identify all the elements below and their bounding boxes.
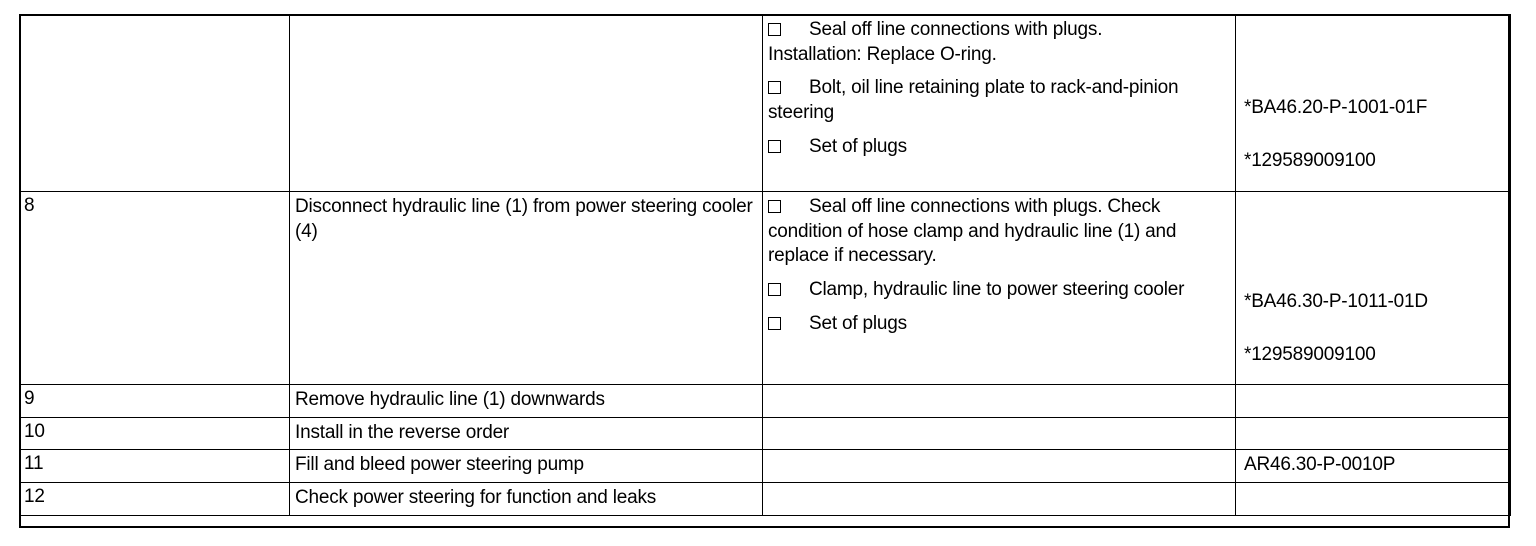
table-row: 9 Remove hydraulic line (1) downwards xyxy=(19,384,1511,418)
description-text: Check power steering for function and le… xyxy=(295,487,657,509)
note-text: Set of plugs xyxy=(809,312,907,334)
cell-step-number xyxy=(19,14,290,192)
cell-step-number: 11 xyxy=(19,449,290,484)
cell-notes: Seal off line connections with plugs. Ch… xyxy=(762,191,1236,385)
notes-list xyxy=(763,450,1235,457)
note-text: Set of plugs xyxy=(809,135,907,157)
cell-description: Install in the reverse order xyxy=(289,416,763,451)
cell-references: *BA46.30-P-1011-01D *129589009100 xyxy=(1235,191,1511,385)
cell-notes: Seal off line connections with plugs. In… xyxy=(762,14,1236,192)
cell-step-number: 10 xyxy=(19,416,290,451)
description-text: Fill and bleed power steering pump xyxy=(295,454,584,476)
procedure-table: Seal off line connections with plugs. In… xyxy=(19,14,1511,516)
cell-step-number: 12 xyxy=(19,482,290,516)
cell-references xyxy=(1235,482,1511,516)
step-number-text xyxy=(20,15,289,21)
checkbox-icon xyxy=(768,200,781,213)
step-number-text: 9 xyxy=(24,388,35,409)
checkbox-icon xyxy=(768,23,781,36)
cell-description: Fill and bleed power steering pump xyxy=(289,449,763,484)
note-text: Bolt, oil line retaining plate to rack-a… xyxy=(768,77,1179,124)
spacer xyxy=(1244,315,1505,343)
notes-list: Seal off line connections with plugs. In… xyxy=(763,15,1235,163)
note-text: Seal off line connections with plugs. Ch… xyxy=(768,196,1177,267)
spacer xyxy=(1244,195,1505,290)
cell-notes xyxy=(762,482,1236,516)
cell-description: Check power steering for function and le… xyxy=(289,482,763,516)
table-row: 10 Install in the reverse order xyxy=(19,416,1511,451)
note-item: Seal off line connections with plugs. In… xyxy=(768,18,1230,67)
reference-list: *BA46.20-P-1001-01F *129589009100 xyxy=(1236,15,1510,177)
step-number-text: 12 xyxy=(24,486,45,508)
reference-text: *129589009100 xyxy=(1244,343,1376,365)
note-item: Seal off line connections with plugs. Ch… xyxy=(768,195,1230,269)
cell-references xyxy=(1235,416,1511,451)
checkbox-icon xyxy=(768,283,781,297)
reference-text: *BA46.20-P-1001-01F xyxy=(1244,97,1428,118)
table-row: 12 Check power steering for function and… xyxy=(19,482,1511,516)
spacer xyxy=(1244,121,1505,149)
checkbox-icon xyxy=(768,139,781,153)
cell-references: AR46.30-P-0010P xyxy=(1235,449,1511,484)
cell-description: Remove hydraulic line (1) downwards xyxy=(289,384,763,418)
note-item: Set of plugs xyxy=(768,312,1230,337)
description-text: Disconnect hydraulic line (1) from power… xyxy=(295,196,753,242)
cell-description: Disconnect hydraulic line (1) from power… xyxy=(289,191,763,385)
reference-text: AR46.30-P-0010P xyxy=(1244,454,1396,476)
reference-list xyxy=(1236,385,1510,392)
step-number-text: 11 xyxy=(24,453,44,475)
note-text: Clamp, hydraulic line to power steering … xyxy=(809,279,1185,301)
cell-notes xyxy=(762,449,1236,484)
checkbox-icon xyxy=(768,316,781,330)
notes-list xyxy=(763,418,1235,425)
reference-list xyxy=(1236,418,1510,425)
description-text: Install in the reverse order xyxy=(295,421,510,443)
reference-text: *BA46.30-P-1011-01D xyxy=(1244,291,1428,312)
table-row: 8 Disconnect hydraulic line (1) from pow… xyxy=(19,191,1511,385)
cell-references: *BA46.20-P-1001-01F *129589009100 xyxy=(1235,14,1511,192)
cell-notes xyxy=(762,384,1236,418)
note-text: Seal off line connections with plugs. In… xyxy=(768,19,1103,65)
note-item: Clamp, hydraulic line to power steering … xyxy=(768,278,1230,303)
step-number-text: 10 xyxy=(24,420,45,442)
cell-step-number: 9 xyxy=(19,384,290,418)
reference-list: *BA46.30-P-1011-01D *129589009100 xyxy=(1236,192,1510,371)
reference-list: AR46.30-P-0010P xyxy=(1236,450,1510,482)
notes-list xyxy=(763,483,1235,490)
description-text xyxy=(290,15,762,22)
notes-list: Seal off line connections with plugs. Ch… xyxy=(763,192,1235,340)
reference-list xyxy=(1236,483,1510,490)
cell-description xyxy=(289,14,763,192)
table-row: 11 Fill and bleed power steering pump AR… xyxy=(19,449,1511,484)
table-row: Seal off line connections with plugs. In… xyxy=(19,14,1511,192)
spacer xyxy=(1244,18,1505,96)
note-item: Set of plugs xyxy=(768,135,1230,160)
note-item: Bolt, oil line retaining plate to rack-a… xyxy=(768,76,1230,125)
reference-text: *129589009100 xyxy=(1244,149,1376,171)
description-text: Remove hydraulic line (1) downwards xyxy=(295,389,605,410)
cell-step-number: 8 xyxy=(19,191,290,385)
step-number-text: 8 xyxy=(24,195,35,216)
checkbox-icon xyxy=(768,81,781,95)
notes-list xyxy=(763,385,1235,392)
cell-notes xyxy=(762,416,1236,451)
cell-references xyxy=(1235,384,1511,418)
